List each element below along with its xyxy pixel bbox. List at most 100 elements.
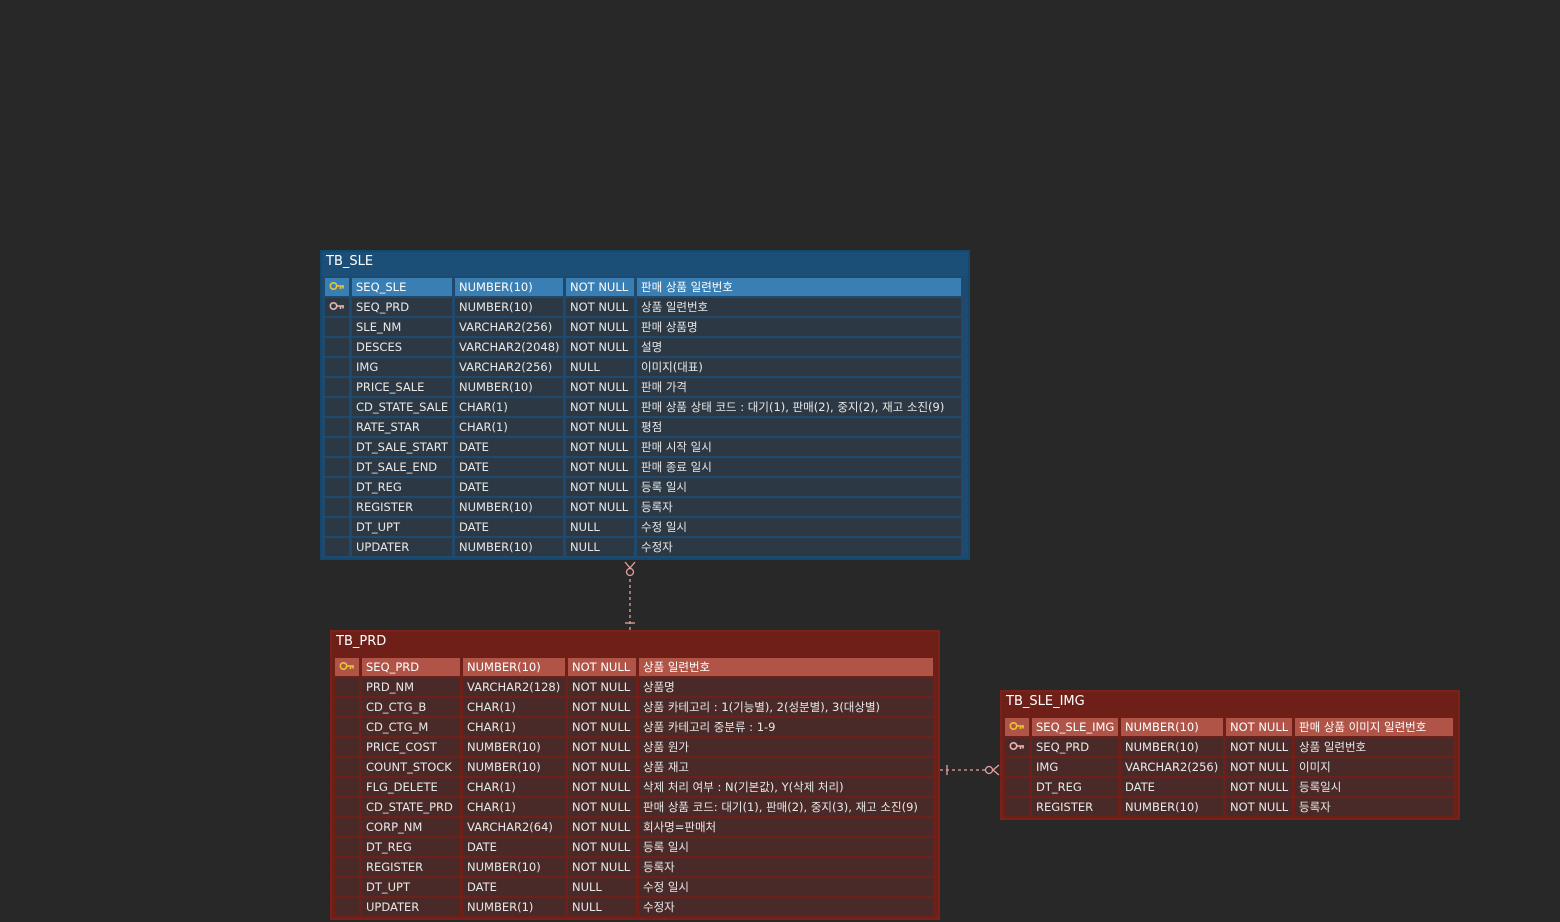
column-type: DATE xyxy=(463,838,565,856)
key-cell xyxy=(335,698,359,716)
primary-key-icon xyxy=(329,280,345,294)
foreign-key-icon xyxy=(329,300,345,314)
column-type: VARCHAR2(128) xyxy=(463,678,565,696)
column-type: NUMBER(10) xyxy=(1121,718,1223,736)
column-comment: 상품 일련번호 xyxy=(637,298,961,316)
key-cell xyxy=(335,878,359,896)
column-type: DATE xyxy=(463,878,565,896)
column-name: UPDATER xyxy=(362,898,460,916)
column-nullable: NOT NULL xyxy=(566,438,634,456)
key-cell xyxy=(325,458,349,476)
column-comment: 등록 일시 xyxy=(639,838,933,856)
column-nullable: NOT NULL xyxy=(568,718,636,736)
key-cell xyxy=(325,358,349,376)
column-nullable: NOT NULL xyxy=(566,318,634,336)
column-nullable: NOT NULL xyxy=(568,738,636,756)
column-comment: 상품 원가 xyxy=(639,738,933,756)
key-cell xyxy=(335,818,359,836)
column-nullable: NOT NULL xyxy=(568,678,636,696)
key-cell xyxy=(325,478,349,496)
column-type: NUMBER(1) xyxy=(463,898,565,916)
column-comment: 등록자 xyxy=(1295,798,1453,816)
entity-title: TB_SLE xyxy=(322,252,968,276)
relationship-prd-sle-img[interactable] xyxy=(940,764,1000,776)
column-comment: 상품 카테고리 : 1(기능별), 2(성분별), 3(대상별) xyxy=(639,698,933,716)
column-type: VARCHAR2(256) xyxy=(455,358,563,376)
column-comment: 상품 재고 xyxy=(639,758,933,776)
key-cell xyxy=(335,678,359,696)
relationship-prd-sle[interactable] xyxy=(624,561,636,630)
key-cell xyxy=(335,718,359,736)
column-type: NUMBER(10) xyxy=(455,278,563,296)
column-name: DT_UPT xyxy=(352,518,452,536)
column-type: CHAR(1) xyxy=(463,798,565,816)
primary-key-icon xyxy=(1009,720,1025,734)
column-name: FLG_DELETE xyxy=(362,778,460,796)
zero-marker xyxy=(984,765,994,775)
column-nullable: NOT NULL xyxy=(566,378,634,396)
column-comment: 수정 일시 xyxy=(637,518,961,536)
column-name: CD_STATE_PRD xyxy=(362,798,460,816)
column-comment: 등록 일시 xyxy=(637,478,961,496)
column-nullable: NOT NULL xyxy=(566,278,634,296)
column-nullable: NOT NULL xyxy=(568,658,636,676)
column-nullable: NOT NULL xyxy=(568,698,636,716)
key-cell xyxy=(325,518,349,536)
key-cell xyxy=(1005,718,1029,736)
column-type: NUMBER(10) xyxy=(455,378,563,396)
column-nullable: NULL xyxy=(566,538,634,556)
column-comment: 이미지(대표) xyxy=(637,358,961,376)
key-cell xyxy=(1005,778,1029,796)
column-type: VARCHAR2(256) xyxy=(455,318,563,336)
column-comment: 판매 상품 이미지 일련번호 xyxy=(1295,718,1453,736)
entity-title: TB_PRD xyxy=(332,632,938,656)
column-nullable: NOT NULL xyxy=(568,778,636,796)
column-name: COUNT_STOCK xyxy=(362,758,460,776)
column-nullable: NOT NULL xyxy=(1226,798,1292,816)
key-cell xyxy=(1005,758,1029,776)
zero-marker xyxy=(625,567,635,577)
column-comment: 이미지 xyxy=(1295,758,1453,776)
key-cell xyxy=(335,778,359,796)
column-name: SEQ_PRD xyxy=(352,298,452,316)
column-comment: 삭제 처리 여부 : N(기본값), Y(삭제 처리) xyxy=(639,778,933,796)
column-name: DT_UPT xyxy=(362,878,460,896)
